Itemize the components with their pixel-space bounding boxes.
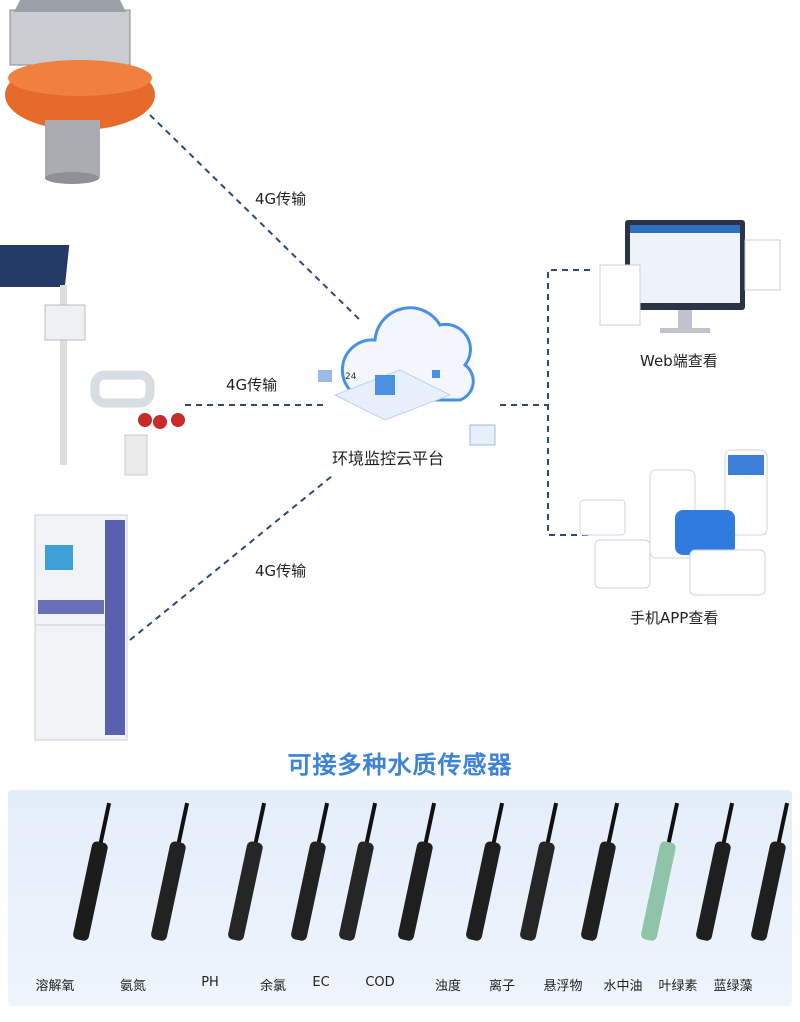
sensor-probe-image <box>751 802 790 941</box>
sensor-probe-image <box>339 802 378 941</box>
sensor-label: EC <box>312 975 330 990</box>
sensor-probe-image <box>73 802 112 941</box>
mobile-app-image <box>579 449 768 596</box>
monitoring-cabinet-image <box>34 514 128 741</box>
sensor-probe-image <box>466 802 505 941</box>
sensor-label: PH <box>201 975 219 990</box>
buoy-link-line <box>149 114 363 323</box>
sensor-label: 浊度 <box>434 979 462 994</box>
buoy-link-label: 4G传输 <box>255 190 307 208</box>
sensor-label: 蓝绿藻 <box>713 979 753 994</box>
web-view-label: Web端查看 <box>640 352 718 370</box>
sensor-label: 氨氮 <box>119 979 147 994</box>
sensor-images <box>73 802 790 941</box>
station-link-label: 4G传输 <box>226 376 278 394</box>
platform-badge: 24 <box>345 372 357 382</box>
sensor-label: 叶绿素 <box>658 979 698 994</box>
sensor-probe-image <box>696 802 735 941</box>
platform-label: 环境监控云平台 <box>332 449 445 468</box>
monitoring-station-image <box>0 245 185 476</box>
web-dashboard-image <box>599 220 781 333</box>
sensor-label: 余氯 <box>259 979 287 994</box>
sensor-probe-image <box>398 802 437 941</box>
sensor-label: COD <box>365 975 395 990</box>
sensor-probe-image <box>151 802 190 941</box>
sensors-title: 可接多种水质传感器 <box>287 751 513 779</box>
sensor-label: 溶解氧 <box>35 979 75 994</box>
sensor-label: 水中油 <box>603 979 643 994</box>
buoy-device-image <box>5 0 155 184</box>
sensor-probe-image <box>520 802 559 941</box>
sensor-probe-image <box>228 802 267 941</box>
sensor-probe-image <box>581 802 620 941</box>
sensor-probe-image <box>641 802 680 941</box>
cabinet-link-line <box>129 475 333 641</box>
app-view-label: 手机APP查看 <box>630 609 719 627</box>
connection-lines <box>0 0 781 741</box>
sensor-label: 悬浮物 <box>543 979 583 994</box>
cabinet-link-label: 4G传输 <box>255 562 307 580</box>
sensor-label: 离子 <box>488 979 516 994</box>
cloud-platform-image <box>318 306 496 446</box>
sensor-probe-image <box>291 802 330 941</box>
